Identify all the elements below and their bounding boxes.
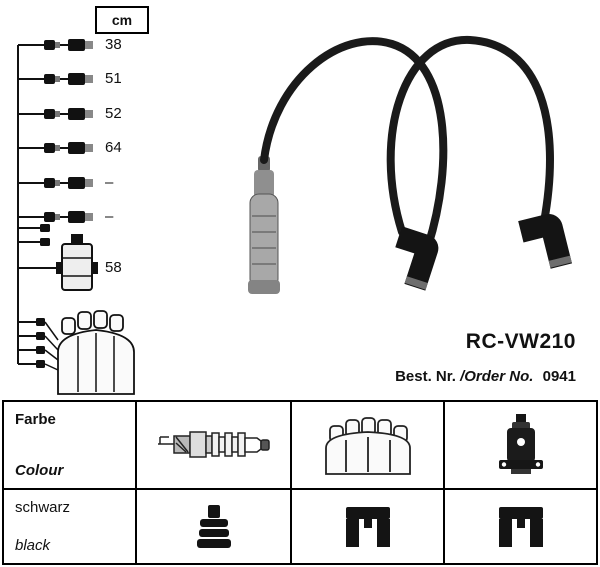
order-label-de: Best. Nr. (395, 368, 456, 385)
cell-angled-boot-1 (292, 490, 445, 563)
cell-spark-plug (137, 402, 292, 490)
cable-length-1: 38 (105, 36, 122, 53)
cell-straight-boot (137, 490, 292, 563)
coil-symbol (18, 224, 98, 291)
cell-ignition-coil (445, 402, 596, 490)
angled-plug-boot-icon (345, 506, 390, 547)
part-number-block: RC-VW210 Best. Nr. /Order No. 0941 (395, 330, 576, 385)
distributor-cap-icon (324, 417, 411, 475)
cell-angled-boot-2 (445, 490, 596, 563)
cable-length-diagram (17, 39, 135, 395)
part-number: RC-VW210 (465, 330, 576, 353)
spec-table: Farbe Colour (2, 400, 598, 565)
unit-label-box: cm (95, 6, 149, 34)
ignition-cables-photo (248, 35, 572, 294)
label-cell-black: schwarz black (4, 490, 137, 563)
cable-row-icons (18, 39, 93, 223)
angled-boot (518, 213, 572, 269)
cable-length-3: 52 (105, 105, 122, 122)
spark-plug-icon (157, 431, 270, 458)
angled-boot (395, 226, 439, 291)
coil-cable-length: 58 (105, 259, 122, 276)
cable-length-2: 51 (105, 70, 122, 87)
cell-distributor-cap (292, 402, 445, 490)
order-label-en: /Order No. (460, 368, 534, 385)
unit-label: cm (111, 12, 133, 28)
black-label-de: schwarz (15, 499, 71, 516)
colour-label-de: Farbe (15, 411, 56, 428)
straight-plug-boot-icon (196, 504, 231, 548)
label-cell-colour: Farbe Colour (4, 402, 137, 490)
black-label-en: black (15, 537, 51, 554)
order-number: 0941 (542, 368, 576, 385)
cable-length-5: – (105, 174, 114, 191)
ignition-coil-icon (498, 414, 543, 474)
cable-length-6: – (105, 208, 114, 225)
colour-label-en: Colour (15, 462, 64, 479)
straight-boot (248, 156, 280, 294)
angled-plug-boot-icon (498, 506, 543, 547)
cable-length-4: 64 (105, 139, 122, 156)
distributor-cap-symbol (18, 310, 135, 395)
order-number-line: Best. Nr. /Order No. 0941 (395, 368, 576, 385)
